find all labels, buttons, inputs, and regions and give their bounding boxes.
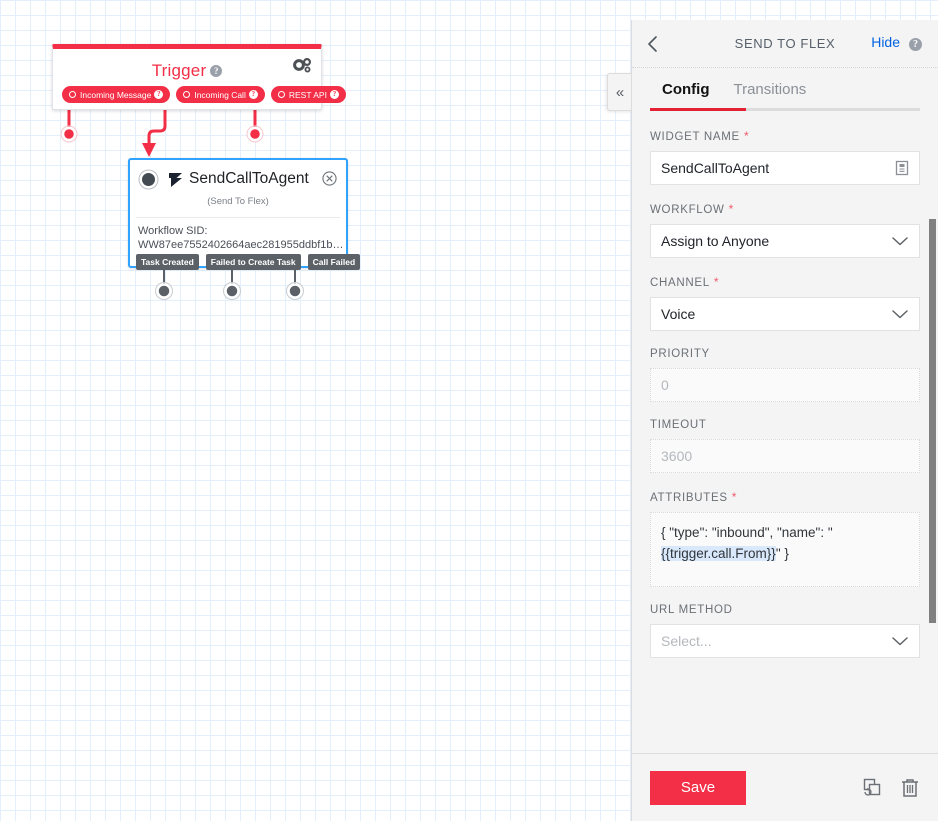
widget-name-value: SendCallToAgent [661, 160, 770, 176]
tab-config[interactable]: Config [662, 81, 710, 98]
pill-label: REST API [288, 89, 327, 100]
footer-icon-group [860, 777, 920, 799]
required-marker: * [709, 275, 720, 289]
transition-chip-failed-to-create-task[interactable]: Failed to Create Task [205, 254, 301, 270]
trash-icon[interactable] [900, 777, 920, 799]
close-icon[interactable] [322, 171, 337, 186]
help-icon[interactable]: ? [210, 65, 223, 77]
trigger-pill-rest-api[interactable]: REST API ? [270, 86, 346, 103]
transition-chip-call-failed[interactable]: Call Failed [307, 254, 361, 270]
clipboard-icon[interactable] [895, 160, 909, 176]
panel-header: SEND TO FLEX Hide ? [632, 20, 938, 68]
node-state-dot-icon [142, 173, 155, 186]
help-icon[interactable]: ? [154, 90, 164, 99]
field-label-attributes: ATTRIBUTES * [650, 490, 920, 504]
chevron-left-icon[interactable] [644, 34, 662, 54]
transition-chip-task-created[interactable]: Task Created [136, 254, 199, 270]
widget-name-input[interactable]: SendCallToAgent [650, 151, 920, 185]
attributes-value-post: " } [775, 546, 789, 561]
output-dot-icon [183, 91, 191, 98]
label-text: PRIORITY [650, 348, 710, 360]
priority-placeholder: 0 [661, 377, 669, 393]
field-label-channel: CHANNEL * [650, 275, 920, 289]
trigger-pill-incoming-call[interactable]: Incoming Call ? [176, 86, 265, 103]
panel-scrollbar-thumb[interactable] [929, 219, 936, 623]
trigger-title-text: Trigger [151, 61, 207, 80]
label-text: URL METHOD [650, 604, 733, 616]
tab-underline [650, 108, 920, 111]
channel-value: Voice [661, 306, 696, 322]
panel-tab-bar: Config Transitions [632, 68, 938, 108]
help-icon[interactable]: ? [329, 90, 339, 99]
chevron-down-icon [892, 310, 908, 319]
widget-node-header: SendCallToAgent [130, 160, 346, 200]
field-label-priority: PRIORITY [650, 348, 920, 360]
required-marker: * [724, 202, 735, 216]
label-text: TIMEOUT [650, 419, 707, 431]
help-icon[interactable]: ? [909, 36, 922, 54]
widget-config-panel: SEND TO FLEX Hide ? Config Transitions W… [631, 20, 938, 821]
widget-node-body: Workflow SID: WW87ee7552402664aec281955d… [130, 218, 346, 252]
channel-select[interactable]: Voice [650, 297, 920, 331]
label-text: CHANNEL [650, 277, 710, 289]
field-label-widget-name: WIDGET NAME * [650, 129, 920, 143]
pill-label: Incoming Call [194, 89, 246, 100]
widget-node-subtitle: (Send To Flex) [207, 196, 269, 207]
url-method-select[interactable]: Select... [650, 624, 920, 658]
url-method-placeholder: Select... [661, 633, 712, 649]
flex-logo-icon [169, 173, 182, 187]
workflow-sid-label: Workflow SID: [138, 225, 208, 237]
duplicate-icon[interactable] [860, 777, 884, 799]
required-marker: * [727, 490, 738, 504]
chevron-down-icon [892, 237, 908, 246]
trigger-title: Trigger? [53, 61, 321, 81]
label-text: WORKFLOW [650, 204, 725, 216]
widget-node-title: SendCallToAgent [189, 170, 309, 187]
panel-form-scroll-area[interactable]: WIDGET NAME * SendCallToAgent WORKFLOW *… [632, 111, 938, 753]
attributes-textarea[interactable]: { "type": "inbound", "name": " {{trigger.… [650, 512, 920, 587]
attributes-value-pre: { "type": "inbound", "name": " [661, 525, 833, 540]
hide-button[interactable]: Hide [871, 34, 900, 50]
timeout-placeholder: 3600 [661, 448, 693, 464]
tab-transitions[interactable]: Transitions [733, 81, 807, 98]
required-marker: * [739, 129, 750, 143]
widget-node-sendcalltoagent[interactable]: SendCallToAgent (Send To Flex) Workflow … [128, 158, 348, 268]
field-label-timeout: TIMEOUT [650, 419, 920, 431]
label-text: WIDGET NAME [650, 131, 740, 143]
widget-node-divider [136, 217, 340, 218]
help-icon[interactable]: ? [248, 90, 258, 99]
tab-underline-active [650, 108, 746, 111]
save-button[interactable]: Save [650, 770, 746, 805]
pill-label: Incoming Message [80, 89, 152, 100]
trigger-pill-row: Incoming Message ? Incoming Call ? REST … [62, 86, 346, 103]
trigger-node[interactable]: Trigger? Incoming Message ? Incoming Cal… [52, 44, 346, 110]
workflow-sid-value: WW87ee7552402664aec281955ddbf1b… [138, 239, 344, 251]
workflow-value: Assign to Anyone [661, 233, 770, 249]
attributes-value-token: {{trigger.call.From}} [661, 546, 776, 561]
workflow-select[interactable]: Assign to Anyone [650, 224, 920, 258]
output-dot-icon [69, 91, 76, 98]
field-label-workflow: WORKFLOW * [650, 202, 920, 216]
gears-icon[interactable] [292, 57, 312, 75]
timeout-input[interactable]: 3600 [650, 439, 920, 473]
field-label-url-method: URL METHOD [650, 604, 920, 616]
label-text: ATTRIBUTES [650, 492, 728, 504]
panel-collapse-toggle[interactable]: « [607, 73, 632, 111]
panel-title: SEND TO FLEX [734, 36, 836, 51]
priority-input[interactable]: 0 [650, 368, 920, 402]
panel-footer: Save [632, 753, 938, 821]
widget-transition-chips: Task Created Failed to Create Task Call … [136, 254, 361, 270]
trigger-pill-incoming-message[interactable]: Incoming Message ? [62, 86, 171, 103]
output-dot-icon [277, 91, 285, 98]
chevron-down-icon [892, 637, 908, 646]
